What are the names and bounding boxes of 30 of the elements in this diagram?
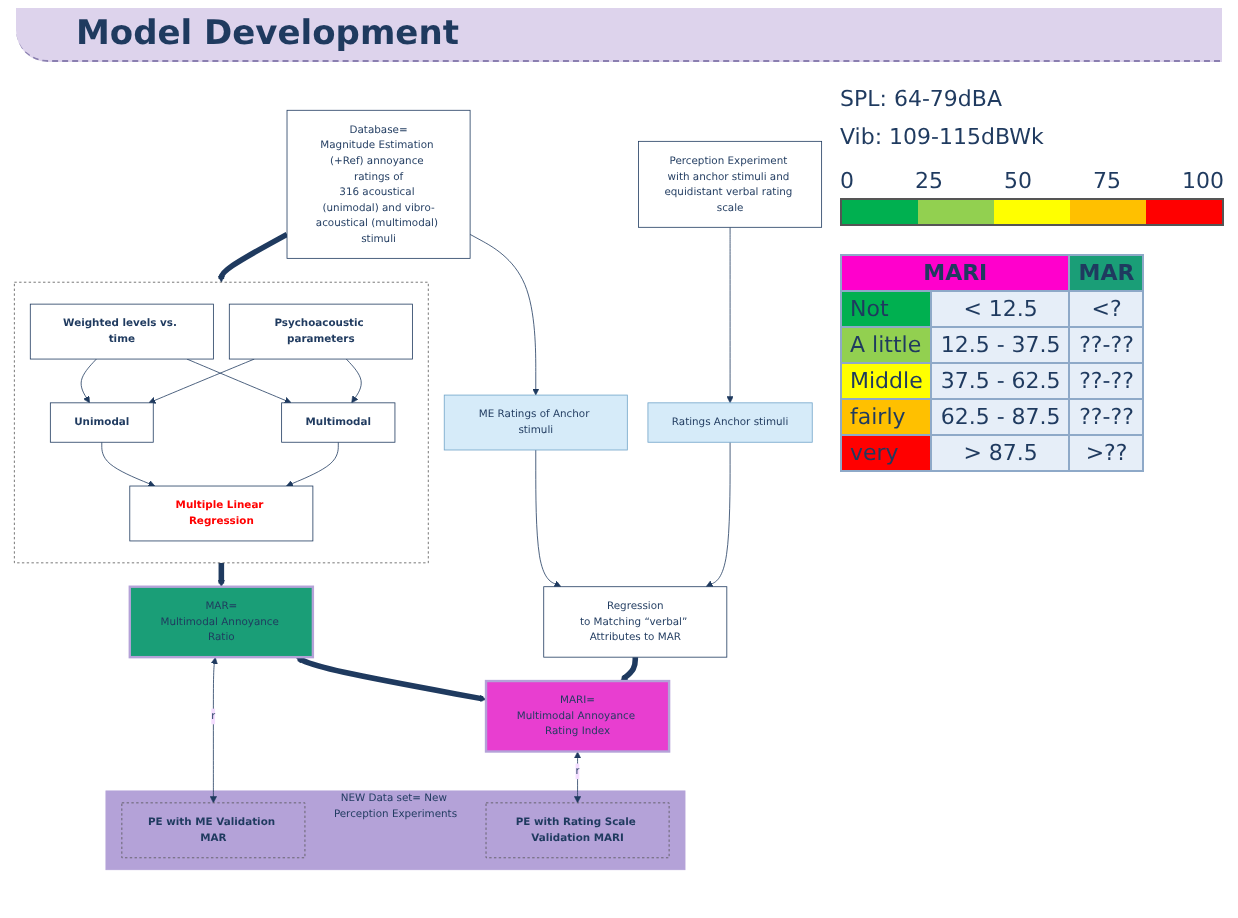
table-cell: Not (841, 291, 932, 327)
table-cell: 12.5 - 37.5 (931, 327, 1070, 363)
scale-tick-label: 75 (1093, 168, 1121, 194)
table-cell: 62.5 - 87.5 (931, 399, 1070, 435)
table-cell: >?? (1069, 435, 1144, 471)
section-header-band: Model Development (16, 8, 1222, 62)
cluster (13, 281, 429, 564)
table-cell: 37.5 - 62.5 (931, 363, 1070, 399)
vibration-label: Vib: 109-115dBWk (840, 124, 1044, 150)
table-cell: ??-?? (1069, 327, 1144, 363)
table-cell: > 87.5 (931, 435, 1070, 471)
scale-tick-label: 25 (915, 168, 943, 194)
table-cell: Middle (841, 363, 932, 399)
table-cell: very (841, 435, 932, 471)
arrow (620, 656, 639, 682)
spl-label: SPL: 64-79dBA (840, 86, 1002, 112)
table-cell: A little (841, 327, 932, 363)
scale-tick-label: 100 (1182, 168, 1224, 194)
scale-tick-label: 50 (1004, 168, 1032, 194)
table-cell: <? (1069, 291, 1144, 327)
table-cell: ??-?? (1069, 363, 1144, 399)
arrow (217, 562, 225, 588)
table-cell: MARI (841, 255, 1070, 291)
table-cell: MAR (1069, 255, 1144, 291)
arrow (295, 656, 487, 702)
table-cell: < 12.5 (931, 291, 1070, 327)
table-cell: ??-?? (1069, 399, 1144, 435)
table-cell: fairly (841, 399, 932, 435)
arrow (217, 231, 289, 283)
scale-tick-label: 0 (840, 168, 854, 194)
